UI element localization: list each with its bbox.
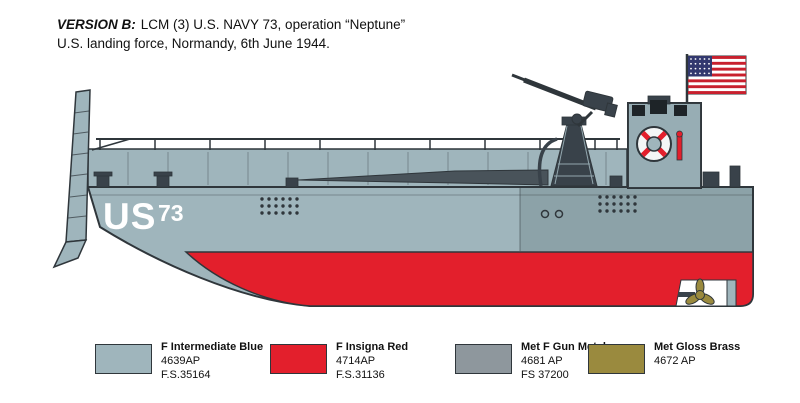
paint-fs-code: F.S.35164 (161, 369, 211, 381)
version-label: VERSION B: (57, 17, 136, 32)
color-swatch (455, 344, 512, 374)
portholes (540, 209, 564, 219)
legend-item-gloss-brass: Met Gloss Brass 4672 AP (588, 340, 740, 374)
deck-bitts (93, 165, 741, 188)
life-ring (636, 126, 672, 162)
version-subtitle: U.S. landing force, Normandy, 6th June 1… (57, 36, 330, 51)
legend-item-insigna-red: F Insigna Red 4714AP F.S.31136 (270, 340, 408, 382)
paint-name: F Insigna Red (336, 341, 409, 353)
bow-skeg (52, 239, 88, 269)
paint-fs-code: FS 37200 (521, 369, 569, 381)
version-title-line: VERSION B: LCM (3) U.S. NAVY 73, operatio… (57, 15, 405, 34)
color-swatch (270, 344, 327, 374)
propeller-assembly (675, 278, 737, 307)
stern-plate-shading (520, 188, 752, 251)
hull-marking: US 73 (103, 196, 184, 237)
version-header: VERSION B: LCM (3) U.S. NAVY 73, operatio… (57, 15, 405, 53)
paint-name: F Intermediate Blue (161, 341, 264, 353)
prop-shaft (678, 292, 695, 297)
vent-holes-forward (260, 197, 299, 215)
hull-marking-number: 73 (158, 200, 184, 226)
paint-code: 4672 AP (654, 355, 696, 367)
flag-canton (688, 56, 712, 77)
version-title: LCM (3) U.S. NAVY 73, operation “Neptune… (140, 17, 406, 32)
hull-bottom-red (184, 251, 754, 307)
color-swatch (588, 344, 645, 374)
bow-ramp (52, 89, 91, 269)
paint-code: 4714AP (336, 355, 376, 367)
rudder (726, 279, 737, 307)
paint-fs-code: F.S.31136 (336, 369, 385, 381)
paint-code: 4639AP (161, 355, 201, 367)
vent-holes-aft (598, 195, 637, 213)
paint-name: Met F Gun Metal (521, 341, 606, 353)
paint-name: Met Gloss Brass (654, 341, 741, 353)
legend-item-intermediate-blue: F Intermediate Blue 4639AP F.S.35164 (95, 340, 263, 382)
red-handle (676, 130, 683, 161)
pilot-house (627, 95, 702, 189)
machine-gun (511, 73, 618, 128)
paint-code: 4681 AP (521, 355, 563, 367)
hull-marking-us: US (103, 196, 156, 237)
legend-item-gun-metal: Met F Gun Metal 4681 AP FS 37200 (455, 340, 606, 382)
color-swatch (95, 344, 152, 374)
rail-posts (91, 138, 618, 151)
viewports (632, 100, 687, 116)
stowed-spar (297, 169, 549, 186)
us-flag (685, 54, 747, 108)
exhaust-pipe (537, 137, 558, 187)
propeller (685, 278, 715, 305)
